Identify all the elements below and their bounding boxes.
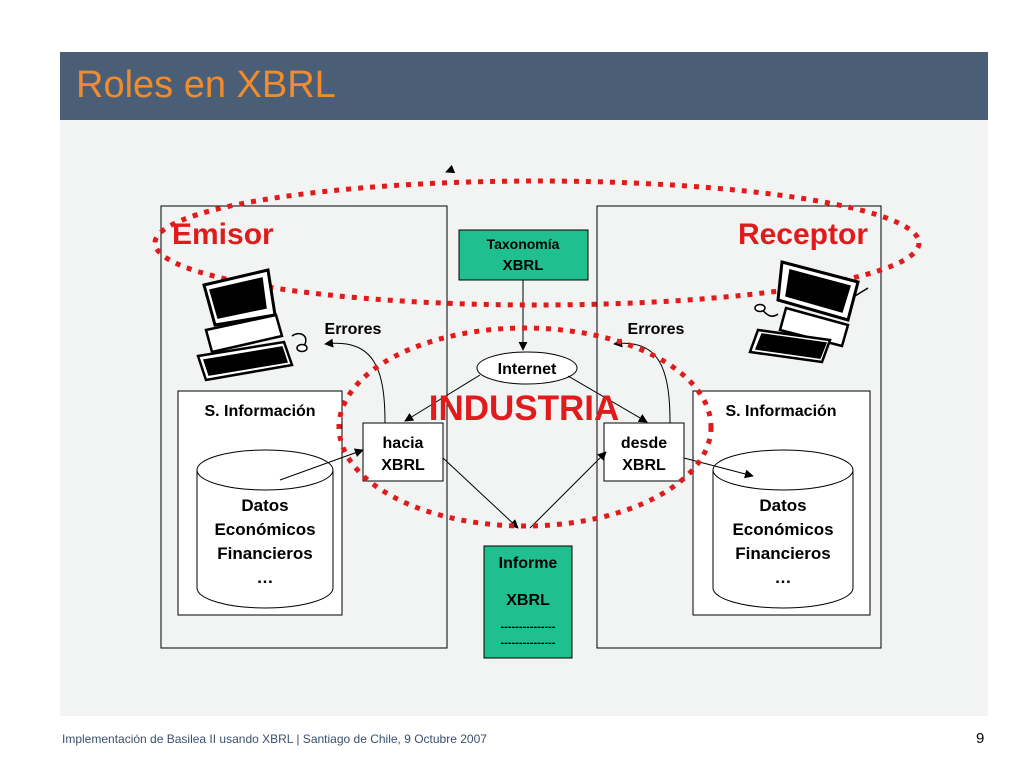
hacia-xbrl-box (362, 422, 444, 482)
datos-left-line3: Financieros (217, 544, 312, 563)
informe-line2: XBRL (506, 592, 550, 609)
sinfo-right-label: S. Información (725, 403, 836, 420)
industria-label: INDUSTRIA (429, 389, 620, 428)
slide-title: Roles en XBRL (76, 64, 336, 106)
emisor-box (160, 205, 448, 649)
datos-left-cylinder: Datos Económicos Financieros … (196, 449, 334, 609)
informe-box (483, 545, 573, 659)
taxonomia-line1: Taxonomía (487, 236, 560, 252)
datos-right-line3: Financieros (735, 544, 830, 563)
desde-xbrl-box (603, 422, 685, 482)
datos-right-line4: … (775, 568, 792, 587)
taxonomia-line2: XBRL (503, 257, 544, 274)
page-number: 9 (976, 730, 985, 747)
errores-right-label: Errores (628, 321, 685, 338)
receptor-box (596, 205, 882, 649)
title-bar: Roles en XBRL (60, 52, 988, 120)
datos-left-line1: Datos (241, 496, 288, 515)
informe-line1: Informe (499, 555, 558, 572)
taxonomia-box (458, 229, 589, 281)
receptor-label: Receptor (738, 218, 868, 251)
desde-line1: desde (621, 435, 667, 452)
emisor-label: Emisor (172, 218, 274, 251)
top-roles-ellipse (152, 178, 922, 308)
informe-line4: --------------- (501, 637, 556, 649)
informe-line3: --------------- (501, 621, 556, 633)
datos-right-cylinder: Datos Económicos Financieros … (712, 449, 854, 609)
footer-text: Implementación de Basilea II usando XBRL… (62, 732, 487, 746)
datos-left-line2: Económicos (214, 520, 315, 539)
computer-icon-right (748, 260, 869, 364)
datos-right-line2: Económicos (732, 520, 833, 539)
industria-ellipse (336, 325, 714, 529)
hacia-line1: hacia (383, 435, 424, 452)
errores-left-label: Errores (325, 321, 382, 338)
desde-line2: XBRL (622, 457, 666, 474)
connector-arrows (279, 164, 754, 529)
computer-icon-left (196, 268, 308, 382)
datos-right-line1: Datos (759, 496, 806, 515)
sinfo-left-label: S. Información (204, 403, 315, 420)
internet-node (476, 351, 578, 385)
hacia-line2: XBRL (381, 457, 425, 474)
internet-label: Internet (498, 361, 557, 378)
datos-left-line4: … (257, 568, 274, 587)
